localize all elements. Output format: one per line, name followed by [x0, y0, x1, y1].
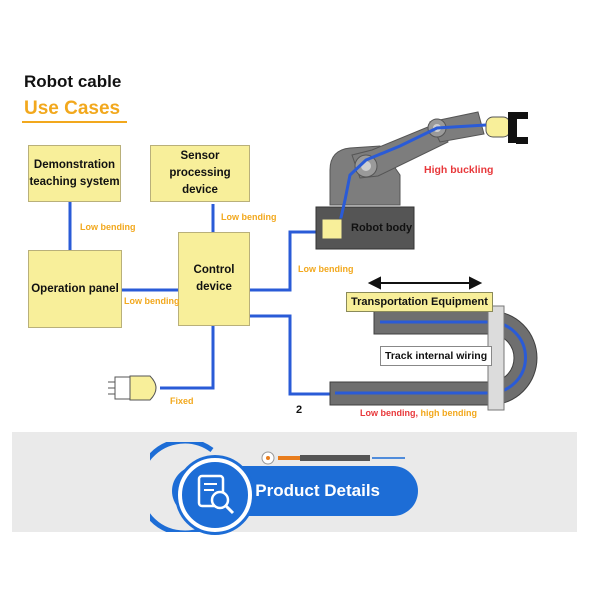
operation-panel-box: Operation panel: [28, 250, 122, 328]
demonstration-teaching-box: Demonstration teaching system: [28, 145, 121, 202]
cable-chain-icon: [329, 305, 538, 411]
diagram-graphics: [68, 111, 538, 411]
cable-control-robot: [250, 230, 328, 292]
title-line2: Use Cases: [24, 98, 121, 119]
robot-arm-icon: [315, 111, 528, 250]
transportation-equipment-label: Transportation Equipment: [346, 292, 493, 312]
product-details-icon-circle[interactable]: [178, 458, 252, 532]
bottom-bending-label: Low bending, high bending: [360, 408, 477, 418]
number-label: 2: [296, 404, 303, 416]
cable-control-fixed: [160, 326, 215, 390]
track-internal-wiring-label: Track internal wiring: [380, 346, 493, 366]
control-device-box: Control device: [178, 232, 250, 326]
banner-decoration: [150, 442, 405, 532]
low-bending-label-3: Low bending: [124, 296, 180, 306]
bottom-low-bending: Low bending,: [360, 408, 418, 418]
connector-plug-icon: [108, 375, 157, 401]
double-arrow-icon: [367, 276, 483, 290]
sensor-processing-box: Sensor processing device: [150, 145, 250, 202]
robot-body-label: Robot body: [351, 222, 413, 234]
low-bending-label-4: Low bending: [298, 264, 354, 274]
high-buckling-label: High buckling: [424, 164, 494, 176]
fixed-label: Fixed: [170, 396, 194, 406]
title-underline: [22, 121, 127, 123]
search-document-icon: [197, 474, 235, 515]
bottom-high-bending: high bending: [418, 408, 478, 418]
low-bending-label-2: Low bending: [221, 212, 277, 222]
title-line1: Robot cable: [24, 72, 122, 91]
low-bending-label-1: Low bending: [80, 222, 136, 232]
